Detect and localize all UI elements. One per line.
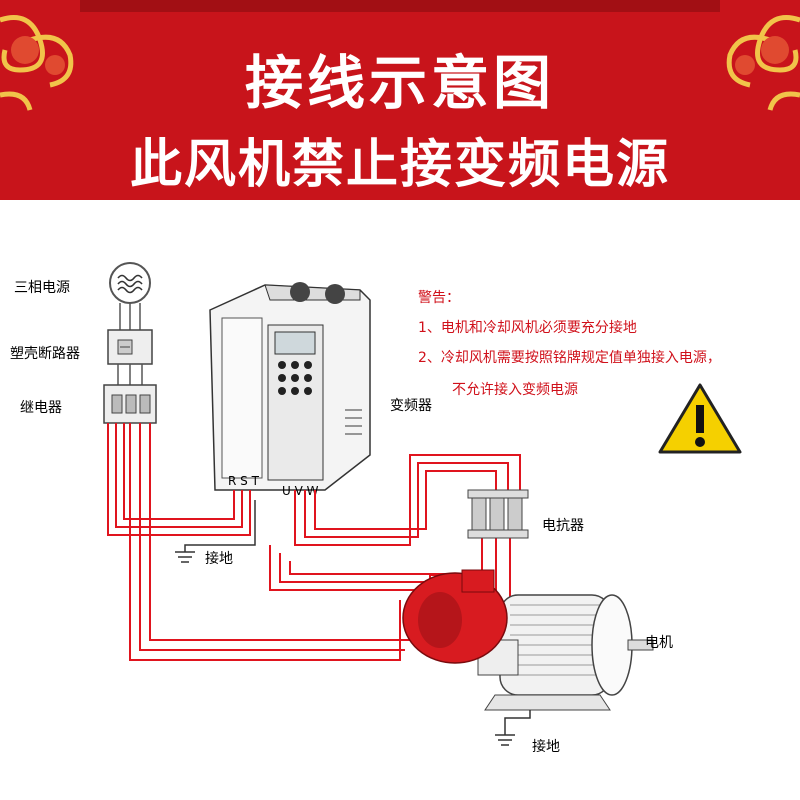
inverter-icon: [209, 282, 371, 491]
label-relay: 继电器: [20, 400, 62, 416]
reactor-icon: [467, 489, 529, 539]
cloud-ornaments: [0, 0, 800, 111]
label-ground-inverter: 接地: [205, 551, 233, 567]
right-cloud-icon: [726, 15, 800, 111]
warning-sign-icon: [658, 383, 742, 454]
motor-icon: [477, 594, 654, 711]
ground-icon-2: [495, 710, 531, 746]
inverter-output-terminals: U V W: [282, 484, 319, 498]
header-banner: 接线示意图 此风机禁止接变频电源: [0, 0, 800, 200]
page-subtitle: 此风机禁止接变频电源: [129, 135, 670, 195]
inverter-input-terminals: R S T: [228, 474, 260, 488]
page-title: 接线示意图: [244, 49, 555, 117]
warning-line-3: 不允许接入变频电源: [452, 382, 578, 398]
left-cloud-icon: [0, 15, 74, 111]
label-breaker: 塑壳断路器: [10, 346, 80, 362]
breaker-icon: [107, 329, 153, 365]
cooling-fan-icon: [402, 569, 508, 664]
warning-line-2: 2、冷却风机需要按照铭牌规定值单独接入电源，: [418, 350, 721, 366]
label-ground-motor: 接地: [532, 739, 560, 755]
label-motor: 电机: [645, 635, 673, 651]
warning-line-1: 1、电机和冷却风机必须要充分接地: [418, 320, 637, 336]
relay-icon: [103, 384, 157, 424]
label-inverter: 变频器: [390, 398, 432, 414]
warning-heading: 警告：: [418, 290, 460, 306]
left-cloud-fill: [11, 36, 65, 75]
ground-icon-1: [175, 500, 256, 563]
label-power-source: 三相电源: [14, 280, 70, 296]
input-wires: [107, 423, 410, 661]
ac-source-icon: [109, 262, 151, 304]
label-reactor: 电抗器: [542, 518, 584, 534]
